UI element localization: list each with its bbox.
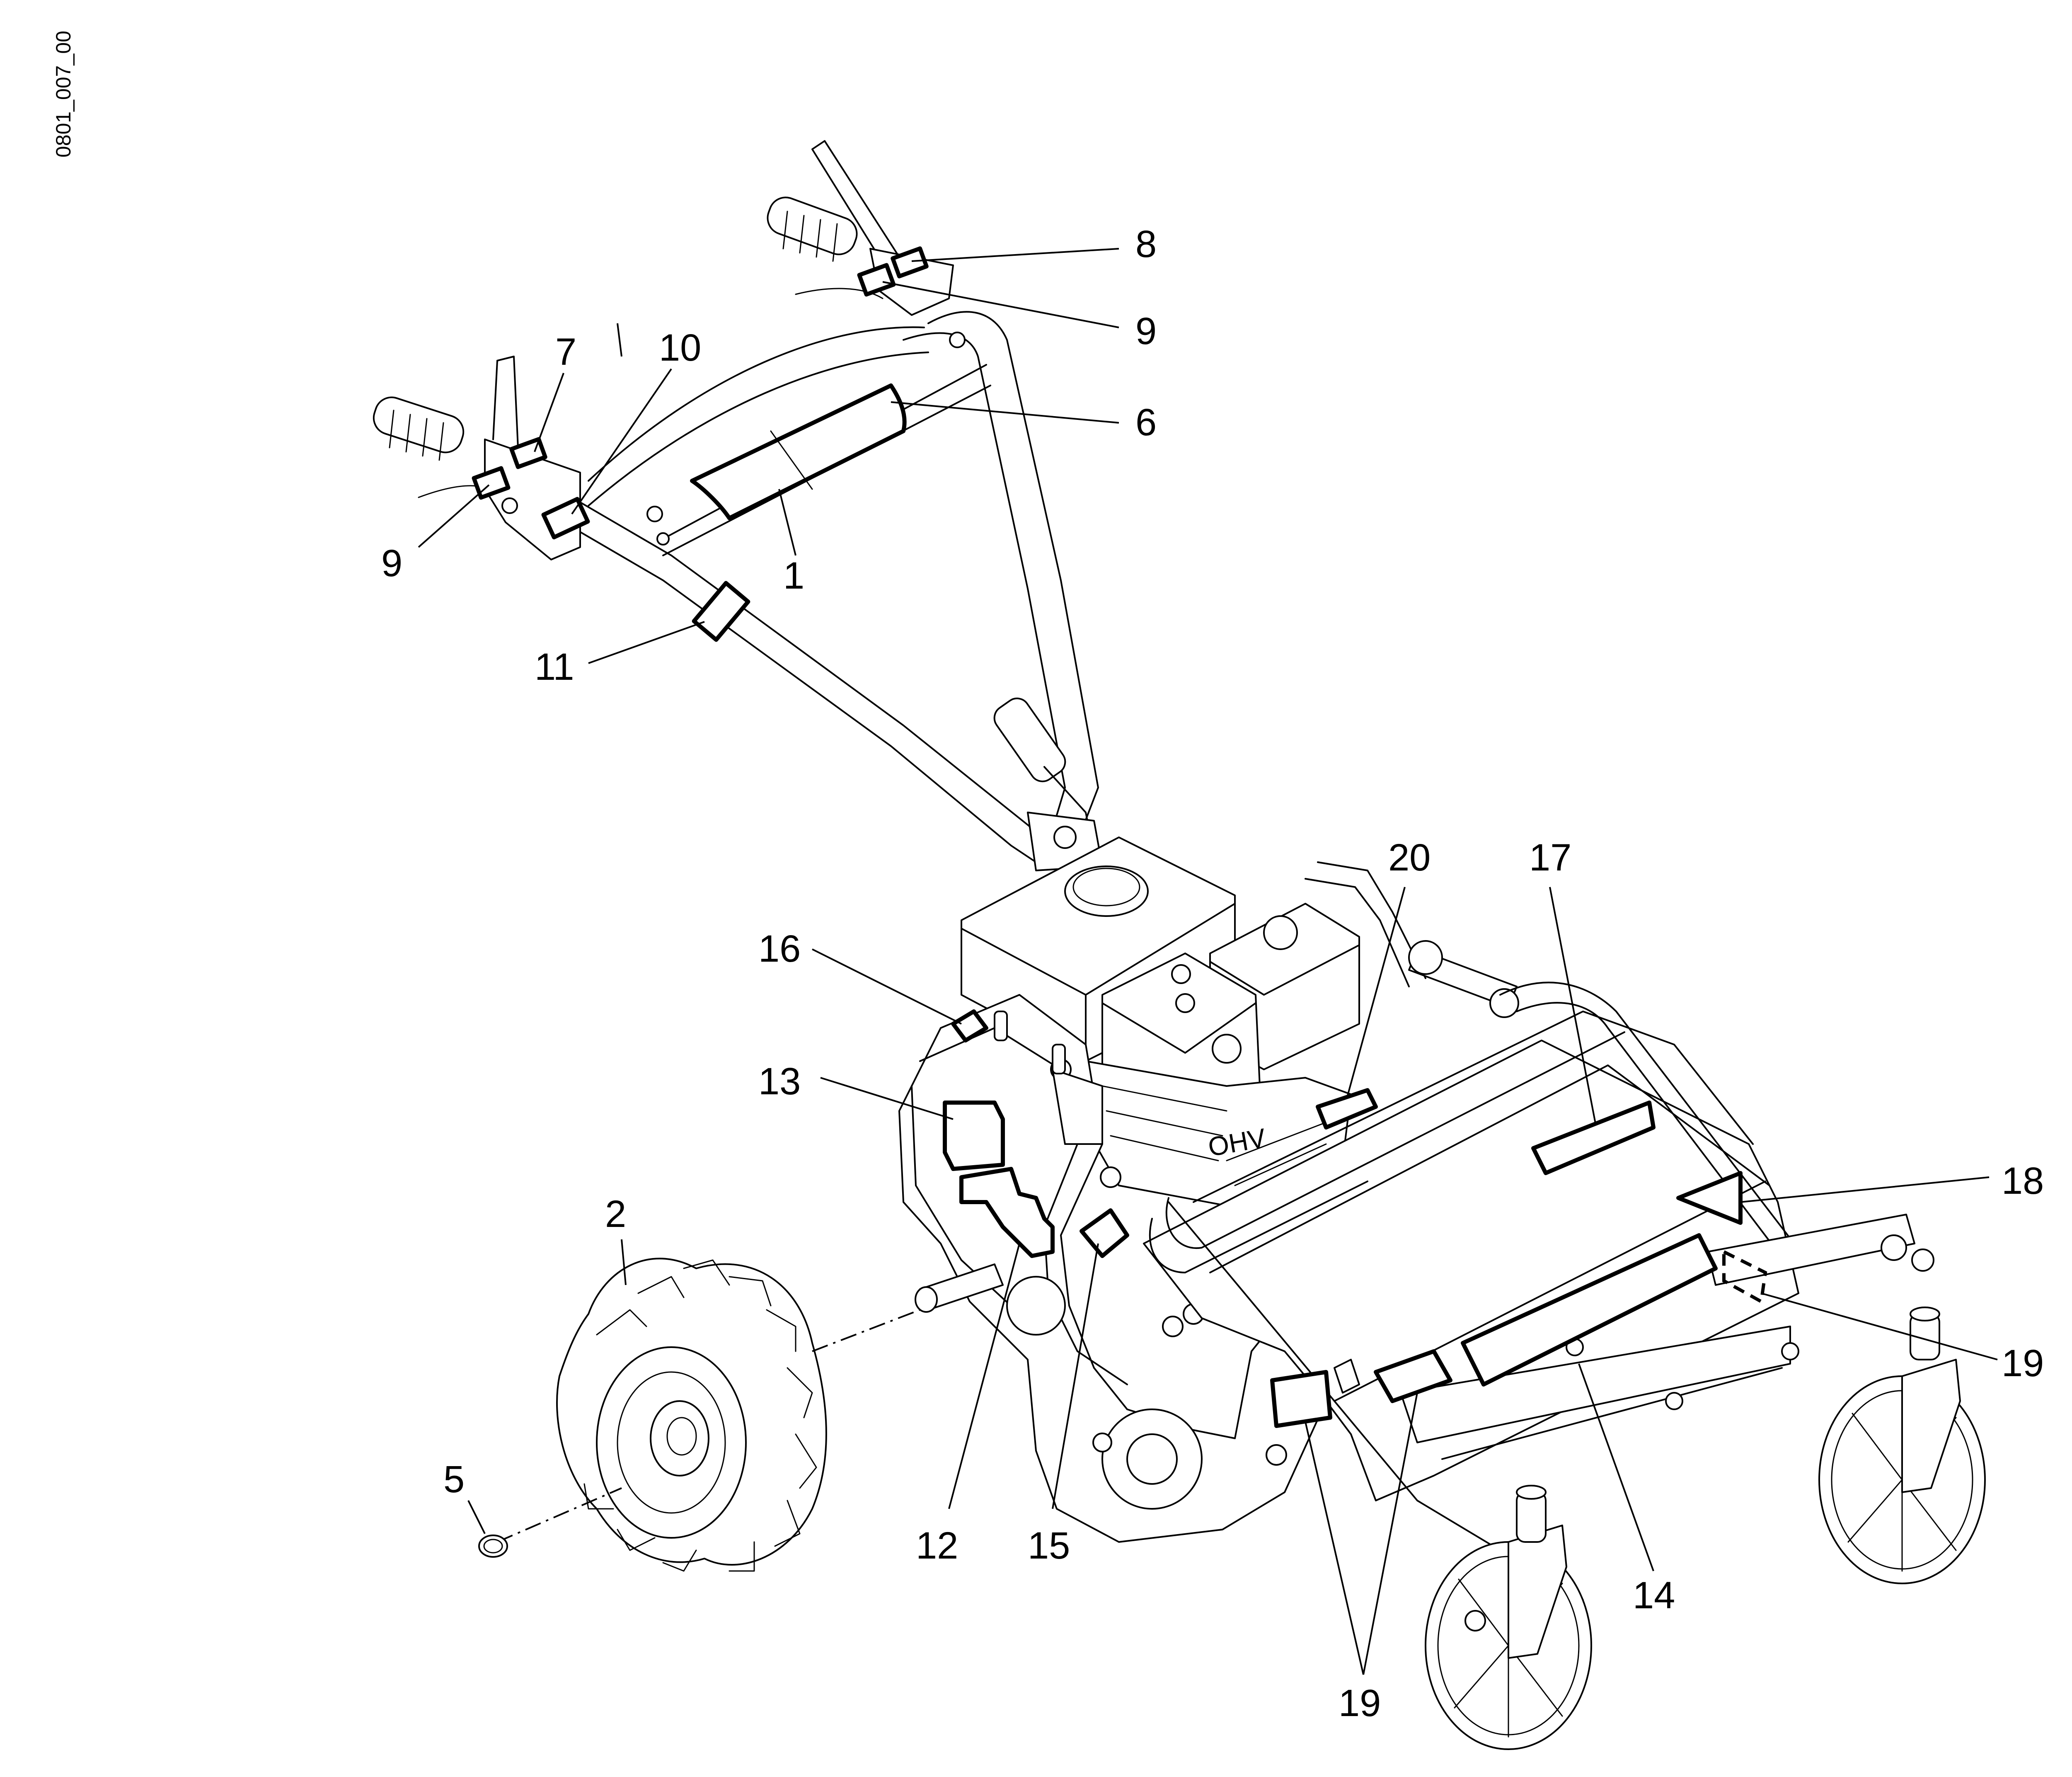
circlip: [478, 1535, 508, 1558]
callout-9-left: 9: [381, 542, 402, 584]
callout-10: 10: [659, 327, 701, 369]
label-8: [891, 246, 929, 279]
callouts: 1 2 5 6 7 8 9 9 10 11 12 13 14 15 16 17 …: [381, 223, 2044, 1724]
drive-wheel: [556, 1258, 827, 1572]
callout-18: 18: [2002, 1160, 2044, 1202]
callout-1: 1: [783, 555, 804, 597]
deck: [1143, 982, 1934, 1601]
handlebar: [373, 140, 1103, 871]
label-15: [1080, 1208, 1129, 1258]
callout-17: 17: [1529, 836, 1571, 879]
label-19-side: [1270, 1370, 1332, 1428]
label-19-deck: [1374, 1349, 1452, 1403]
circlip-centerline: [497, 1487, 622, 1543]
callout-15: 15: [1028, 1525, 1070, 1567]
belt-housing: [898, 994, 1327, 1543]
label-12: [959, 1167, 1055, 1258]
label-10: [541, 497, 590, 540]
engine: OHV: [961, 836, 1519, 1211]
label-16: [951, 1009, 988, 1042]
caster-wheel-left: [1425, 1485, 1592, 1750]
axle-centerline: [812, 1309, 920, 1352]
leader-lines: [418, 248, 1998, 1675]
label-18: [1676, 1171, 1743, 1225]
label-13: [943, 1101, 1005, 1171]
callout-2: 2: [605, 1193, 626, 1235]
callout-19-right: 19: [2002, 1342, 2044, 1384]
callout-8: 8: [1135, 223, 1157, 265]
callout-6: 6: [1135, 401, 1157, 444]
callout-16: 16: [758, 928, 801, 970]
label-20: [1316, 1088, 1378, 1130]
label-9-right: [857, 263, 896, 297]
callout-19-bottom: 19: [1339, 1682, 1381, 1724]
callout-11: 11: [535, 646, 574, 688]
callout-7: 7: [555, 331, 576, 373]
callout-12: 12: [916, 1525, 958, 1567]
label-14: [1461, 1233, 1718, 1387]
label-6: [690, 383, 907, 520]
document-id: 0801_007_00: [52, 31, 75, 158]
callout-14: 14: [1633, 1574, 1675, 1617]
label-17: [1531, 1101, 1656, 1175]
callout-20: 20: [1388, 836, 1431, 879]
caster-wheel-right: [1818, 1307, 1986, 1584]
callout-13: 13: [758, 1060, 801, 1103]
callout-9-right: 9: [1135, 310, 1157, 352]
callout-5: 5: [443, 1458, 465, 1501]
label-11: [692, 581, 750, 642]
